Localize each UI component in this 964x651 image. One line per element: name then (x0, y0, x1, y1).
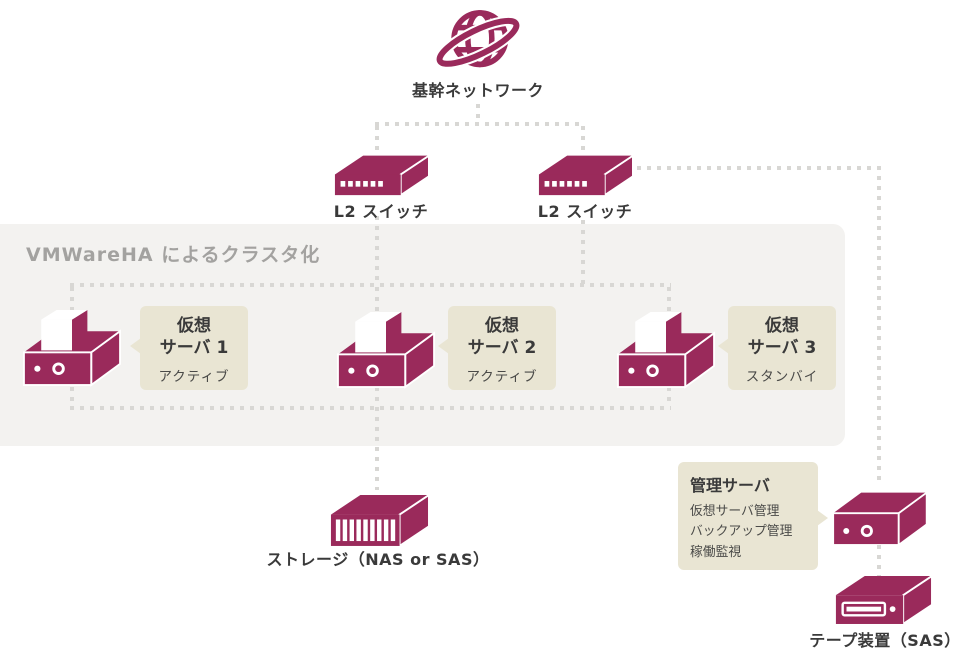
connector-to-switch2 (581, 126, 585, 154)
server2-bubble-tail (438, 338, 449, 354)
server2-name-line1: 仮想 (485, 316, 519, 336)
connector-cluster-bus-top (70, 283, 671, 287)
tape-icon (834, 572, 932, 626)
globe-icon (430, 0, 526, 81)
server1-name-line2: サーバ 1 (159, 338, 229, 359)
server3-status: スタンバイ (745, 368, 819, 385)
server3-icon (616, 310, 716, 391)
switch2-label: L2 スイッチ (537, 202, 633, 221)
connector-server2-storage-v (375, 287, 379, 490)
server1-icon (22, 308, 122, 389)
server3-bubble-tail (718, 338, 729, 354)
connector-top-bus (375, 122, 585, 126)
cluster-title: VMWareHA によるクラスタ化 (26, 244, 321, 266)
server2-name-line2: サーバ 2 (467, 338, 537, 359)
server2-icon (336, 310, 436, 391)
management-item: 稼働監視 (690, 544, 742, 560)
connector-right-down (877, 166, 881, 482)
management-bubble-tail (817, 510, 828, 526)
storage-label: ストレージ（NAS or SAS） (266, 550, 490, 569)
connector-switch2-right (637, 166, 881, 170)
server1-name-line1: 仮想 (177, 316, 211, 336)
server2-status: アクティブ (466, 368, 538, 385)
switch1-icon (333, 150, 429, 197)
server3-name-line2: サーバ 3 (747, 338, 817, 359)
server1-bubble-tail (130, 338, 141, 354)
connector-network-down (476, 104, 480, 124)
server3-bubble: 仮想 サーバ 3 スタンバイ (718, 306, 836, 390)
connector-switch2-down (581, 220, 585, 286)
switch1-label: L2 スイッチ (333, 202, 429, 221)
management-item: バックアップ管理 (690, 524, 793, 540)
server1-status: アクティブ (158, 368, 230, 385)
server3-name-line1: 仮想 (765, 316, 799, 336)
connector-to-switch1 (375, 126, 379, 154)
network-label: 基幹ネットワーク (411, 81, 544, 100)
connector-cluster-bus-bottom (70, 406, 671, 410)
management-server-icon (831, 487, 927, 545)
connector-mgmt-tape (877, 545, 881, 578)
storage-icon (329, 489, 429, 548)
management-item: 仮想サーバ管理 (690, 504, 780, 519)
switch2-icon (537, 150, 633, 197)
server1-bubble: 仮想 サーバ 1 アクティブ (130, 306, 248, 390)
management-title: 管理サーバ (690, 476, 770, 495)
connector-switch1-down (375, 216, 379, 286)
management-bubble: 管理サーバ 仮想サーバ管理 バックアップ管理 稼働監視 (678, 462, 828, 570)
tape-label: テープ装置（SAS） (809, 631, 961, 650)
server2-bubble: 仮想 サーバ 2 アクティブ (438, 306, 556, 390)
